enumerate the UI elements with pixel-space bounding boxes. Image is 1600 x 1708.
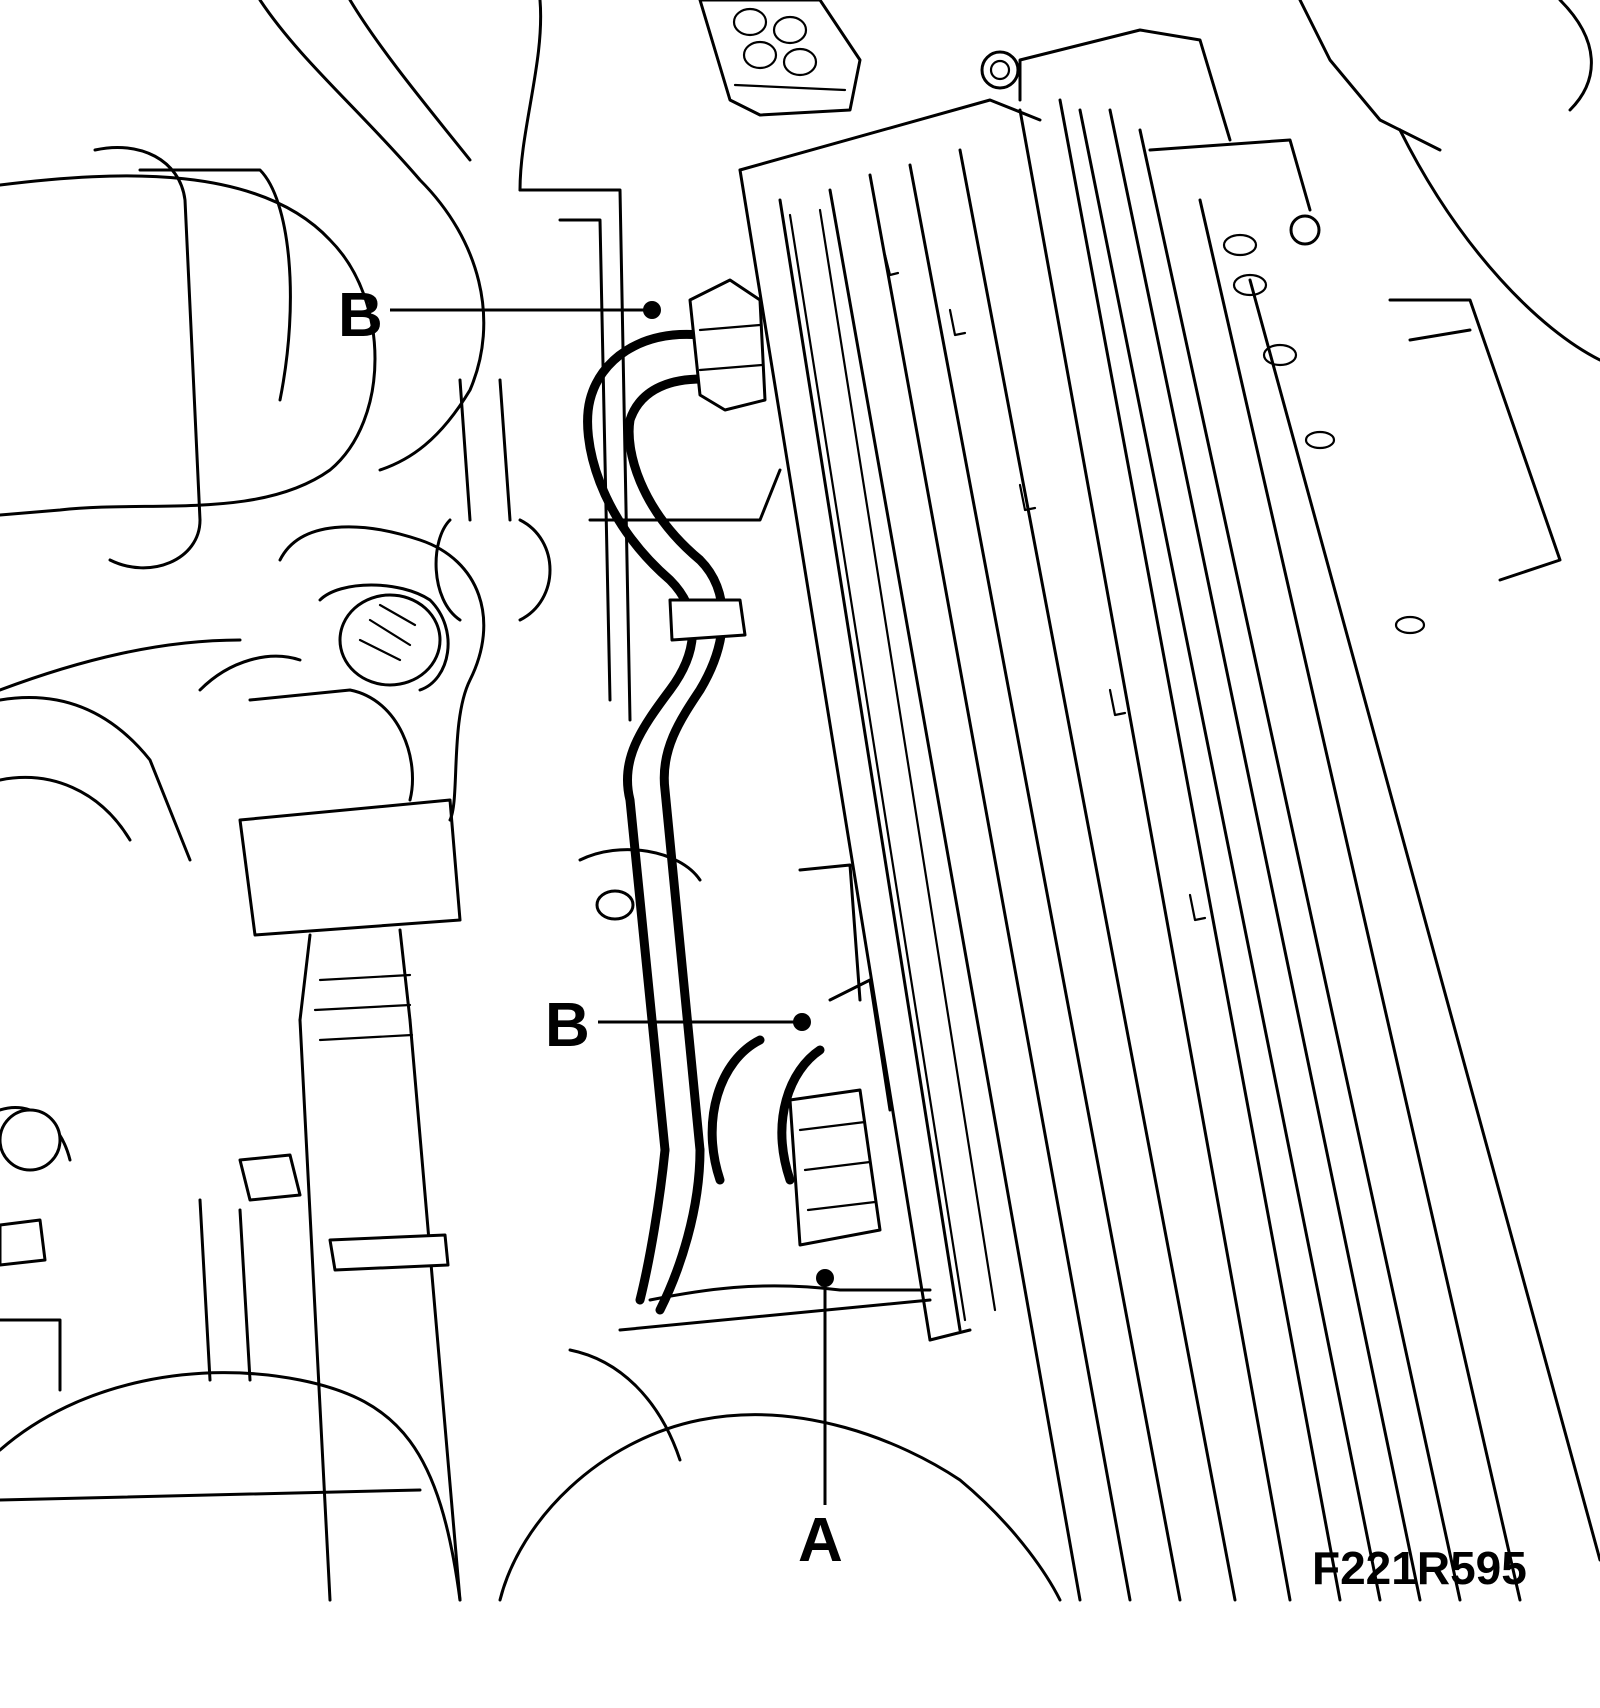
callout-leaders (390, 301, 834, 1505)
leader-b-upper-dot (643, 301, 661, 319)
hose-connector-lower (618, 863, 932, 1332)
highlighted-hose (583, 278, 767, 1315)
callout-a: A (798, 1506, 843, 1575)
callout-b-upper: B (338, 281, 383, 350)
centre-pipes (434, 188, 782, 921)
radiator-core (738, 0, 1600, 1602)
callout-b-lower: B (545, 991, 590, 1060)
lower-housing (0, 1318, 1062, 1602)
leader-b-lower-dot (793, 1013, 811, 1031)
air-intake-duct (0, 0, 543, 692)
leader-a-dot (816, 1269, 834, 1287)
ac-line-left (0, 654, 462, 1602)
electrical-connector-top (698, 0, 862, 117)
figure-reference-code: F221R595 (1312, 1542, 1527, 1594)
condenser-fins (788, 208, 997, 1322)
left-bottom-fittings (0, 1105, 302, 1382)
receiver-fitting (278, 525, 486, 822)
